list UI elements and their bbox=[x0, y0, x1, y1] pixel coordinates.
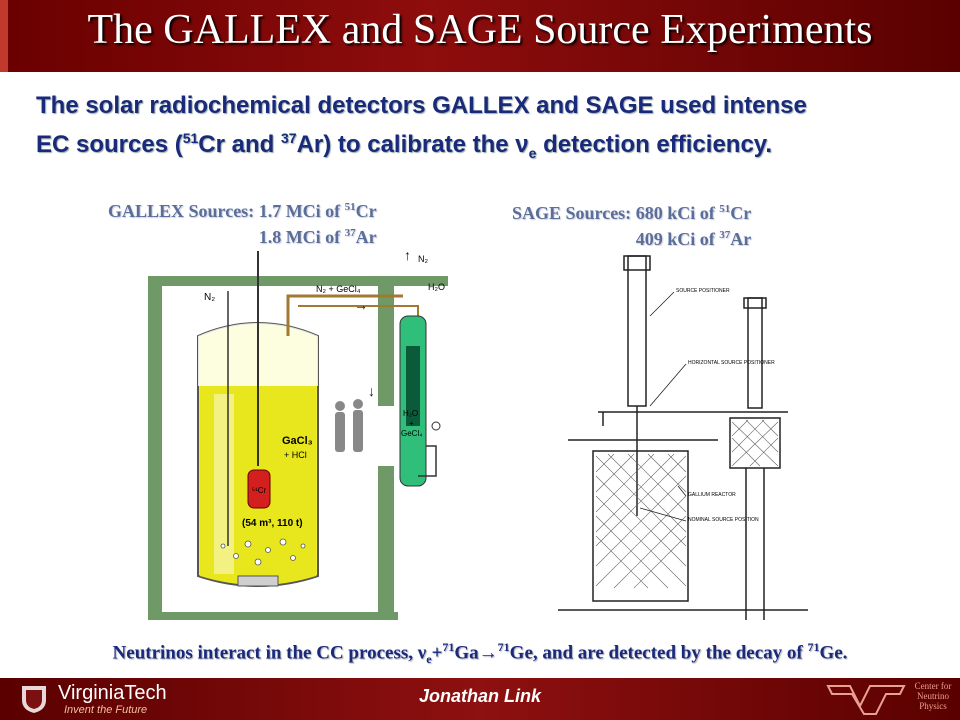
valve bbox=[431, 421, 441, 431]
sage-bg bbox=[558, 246, 808, 620]
sage-line2: 409 kCi of 37Ar bbox=[512, 224, 752, 250]
sage-label: SAGE Sources: bbox=[512, 203, 632, 223]
sage-value2: 409 kCi of bbox=[635, 229, 720, 249]
cnp-line3: Physics bbox=[919, 701, 947, 711]
title-accent bbox=[0, 0, 8, 72]
gallex-el1: Cr bbox=[355, 201, 377, 221]
sage-el2: Ar bbox=[730, 229, 752, 249]
gacl3-label: GaCl₃ bbox=[282, 435, 313, 447]
gallex-label: GALLEX Sources: bbox=[108, 201, 255, 221]
cnp-line1: Center for bbox=[914, 681, 952, 691]
title-bar: The GALLEX and SAGE Source Experiments bbox=[0, 0, 960, 72]
bottom-t1: Neutrinos interact in the CC process, ν bbox=[112, 642, 427, 664]
bottom-caption: Neutrinos interact in the CC process, νe… bbox=[0, 640, 960, 667]
author-name: Jonathan Link bbox=[418, 686, 541, 706]
h2o-gecl4-label-2: + bbox=[409, 419, 414, 428]
bottom-t4: Ge, and are detected by the decay of bbox=[509, 642, 808, 664]
cnp-line2: Neutrino bbox=[917, 691, 949, 701]
arrow-right-icon: → bbox=[354, 299, 368, 314]
bunker-floor bbox=[148, 612, 398, 620]
bottom-t5: Ge. bbox=[819, 642, 848, 664]
gallex-sup1: 51 bbox=[344, 201, 356, 213]
gas-pipe bbox=[286, 294, 403, 336]
n2-top-label: N₂ bbox=[418, 254, 428, 264]
sage-el1: Cr bbox=[730, 203, 752, 223]
bottom-sub-e: e bbox=[426, 652, 432, 667]
n2-label: N₂ bbox=[204, 292, 215, 303]
vt-monogram-icon bbox=[826, 685, 906, 715]
gallex-sup2: 37 bbox=[344, 227, 356, 239]
absorber-packing bbox=[406, 346, 420, 426]
slide-title: The GALLEX and SAGE Source Experiments bbox=[87, 7, 873, 53]
gallex-line2: 1.8 MCi of 37Ar bbox=[108, 222, 377, 248]
bubbles bbox=[220, 538, 306, 566]
gallium-reactor-label: GALLIUM REACTOR bbox=[688, 492, 736, 498]
bunker-inner-wall-top bbox=[378, 286, 394, 406]
volume-label: (54 m³, 110 t) bbox=[242, 518, 303, 529]
bunker-inner-wall-bottom bbox=[378, 466, 394, 620]
arrow-down-icon: ↓ bbox=[368, 385, 375, 400]
nominal-position-label: NOMINAL SOURCE POSITION bbox=[688, 517, 759, 523]
vt-name: VirginiaTech bbox=[58, 682, 167, 704]
cr51-source bbox=[247, 469, 271, 509]
n2-gecl4-label: N₂ + GeCl₄ bbox=[316, 284, 361, 294]
gallex-el2: Ar bbox=[355, 227, 377, 247]
vt-tagline: Invent the Future bbox=[64, 704, 148, 716]
sage-schematic: SOURCE POSITIONER HORIZONTAL SOURCE POSI… bbox=[558, 246, 808, 620]
h2o-gecl4-label-3: GeCl₄ bbox=[401, 429, 423, 438]
intro-sup-cr: 51 bbox=[182, 130, 199, 146]
reactor-vessel bbox=[592, 450, 689, 602]
h2o-gecl4-label-1: H₂O bbox=[403, 409, 418, 418]
sage-sup1: 51 bbox=[719, 203, 731, 215]
tank-highlight bbox=[214, 394, 234, 574]
leader-lines bbox=[639, 291, 687, 522]
intro-sup-ar: 37 bbox=[280, 130, 297, 146]
bottom-sup71a: 71 bbox=[442, 640, 455, 654]
vt-shield-icon bbox=[22, 686, 46, 713]
intro-line2a: EC sources ( bbox=[36, 131, 183, 158]
virginia-tech-logo: VirginiaTech Invent the Future bbox=[14, 681, 204, 717]
intro-cr: Cr and bbox=[198, 131, 281, 158]
h2o-label: H₂O bbox=[428, 282, 445, 292]
intro-sub-e: e bbox=[528, 144, 537, 161]
sage-sup2: 37 bbox=[719, 229, 731, 241]
bottom-t2: + bbox=[431, 642, 443, 664]
intro-line1: The solar radiochemical detectors GALLEX… bbox=[36, 92, 807, 119]
gallex-sources: GALLEX Sources: 1.7 MCi of 51Cr 1.8 MCi … bbox=[108, 196, 377, 248]
sage-sources: SAGE Sources: 680 kCi of 51Cr 409 kCi of… bbox=[512, 198, 751, 250]
side-container bbox=[729, 417, 781, 469]
horizontal-positioner-label: HORIZONTAL SOURCE POSITIONER bbox=[688, 360, 775, 366]
intro-text: The solar radiochemical detectors GALLEX… bbox=[36, 90, 936, 169]
human-figures bbox=[335, 399, 363, 452]
bottom-sup71c: 71 bbox=[807, 640, 820, 654]
gallex-value1: 1.7 MCi of bbox=[254, 201, 345, 221]
cnp-logo-text: Center for Neutrino Physics bbox=[908, 681, 958, 711]
tank-stand bbox=[237, 575, 279, 587]
footer-bar: VirginiaTech Invent the Future bbox=[0, 678, 960, 720]
gallex-value2: 1.8 MCi of bbox=[258, 227, 345, 247]
side-positioner-cap bbox=[743, 297, 767, 309]
bottom-sup71b: 71 bbox=[497, 640, 510, 654]
absorber-outlet bbox=[418, 445, 437, 477]
bottom-t3: Ga→ bbox=[454, 642, 498, 664]
sage-value1: 680 kCi of bbox=[631, 203, 720, 223]
side-hatching bbox=[731, 419, 779, 467]
intro-ar: Ar) to calibrate the ν bbox=[296, 131, 529, 158]
cr51-label: ⁵¹Cr bbox=[252, 486, 267, 495]
hcl-label: + HCl bbox=[284, 450, 307, 460]
reactor-hatching bbox=[595, 453, 687, 589]
source-positioner-label: SOURCE POSITIONER bbox=[676, 288, 730, 294]
arrow-up-icon: ↑ bbox=[404, 249, 411, 264]
intro-line2b: detection efficiency. bbox=[536, 131, 773, 158]
positioner-cap bbox=[623, 255, 651, 271]
gallex-schematic: ⁵¹Cr ↑ → ↓ N₂ N₂ N₂ + GeCl₄ H₂O H₂O + Ge… bbox=[118, 246, 458, 620]
